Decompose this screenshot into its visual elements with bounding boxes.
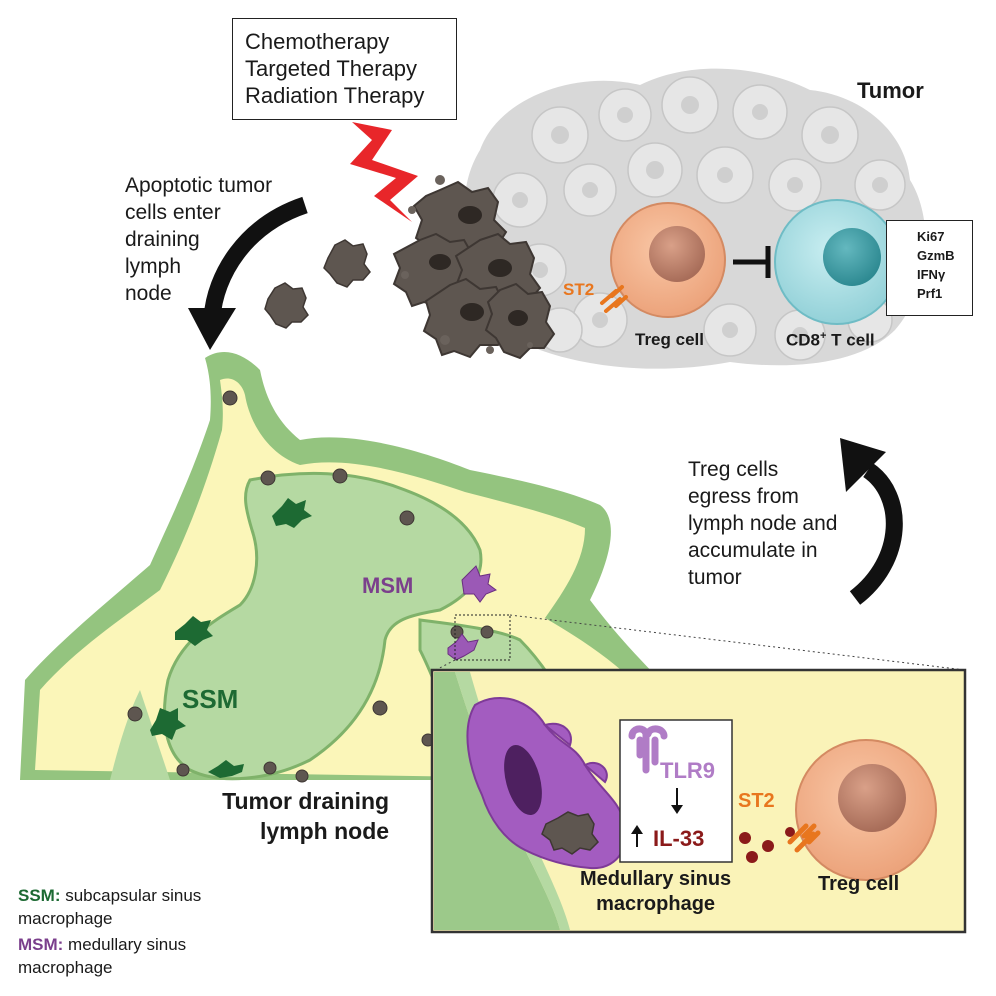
marker-item: Ki67 bbox=[917, 229, 945, 244]
marker-item: IFNγ bbox=[917, 267, 946, 282]
tlr9-label: TLR9 bbox=[660, 758, 715, 783]
ssm-macrophage-icon bbox=[150, 498, 312, 778]
apoptotic-bodies-in-node bbox=[127, 390, 494, 783]
therapy-item: Targeted Therapy bbox=[245, 56, 418, 81]
therapy-item: Radiation Therapy bbox=[245, 83, 425, 108]
il33-label: IL-33 bbox=[653, 826, 705, 851]
treg-cell-label: Treg cell bbox=[635, 330, 704, 349]
therapy-item: Chemotherapy bbox=[245, 29, 390, 54]
msm-macrophage-icon bbox=[447, 565, 498, 661]
apoptotic-cell-cluster bbox=[264, 175, 556, 360]
cd8-t-cell-label: CD8+ T cell bbox=[786, 330, 875, 350]
msm-label: MSM bbox=[362, 573, 414, 598]
ssm-label: SSM bbox=[182, 684, 239, 714]
free-apoptotic-body-2 bbox=[264, 282, 309, 329]
tumor-label: Tumor bbox=[857, 78, 924, 103]
legend-msm: MSM: medullary sinus macrophage bbox=[18, 935, 187, 977]
il33-up-arrow-icon bbox=[631, 825, 643, 847]
phagocytosed-apoptotic-body bbox=[541, 811, 599, 855]
legend-ssm: SSM: subcapsular sinus macrophage bbox=[18, 886, 202, 928]
st2-receptor-icon bbox=[600, 285, 628, 313]
inset-panel bbox=[430, 668, 967, 934]
marker-item: GzmB bbox=[917, 248, 955, 263]
inset-st2-label: ST2 bbox=[738, 790, 775, 812]
inset-treg-cell bbox=[795, 739, 937, 881]
marker-box: Ki67 GzmB IFNγ Prf1 bbox=[886, 220, 973, 316]
inhibition-icon bbox=[733, 246, 771, 278]
tumor-treg-cell bbox=[610, 202, 726, 318]
inset-treg-cell-label: Treg cell bbox=[818, 873, 900, 895]
free-apoptotic-body-1 bbox=[323, 239, 371, 288]
st2-label: ST2 bbox=[563, 280, 595, 299]
lymph-node-label: Tumor draining lymph node bbox=[222, 788, 390, 844]
zoom-region-box bbox=[454, 614, 511, 661]
signal-down-arrow-icon bbox=[671, 788, 683, 814]
therapy-list-box: Chemotherapy Targeted Therapy Radiation … bbox=[232, 18, 457, 120]
medullary-sinus-macrophage-label: Medullary sinus macrophage bbox=[580, 868, 732, 915]
il33-molecules bbox=[739, 827, 795, 863]
cd8-t-cell bbox=[774, 199, 900, 325]
apoptotic-arrow-icon bbox=[188, 196, 308, 350]
egress-step-text: Treg cells egress from lymph node and ac… bbox=[688, 458, 838, 589]
inset-st2-receptor-icon bbox=[787, 823, 821, 853]
marker-item: Prf1 bbox=[917, 286, 943, 301]
tlr9-receptor-icon bbox=[628, 725, 668, 774]
egress-arrow-icon bbox=[840, 438, 903, 605]
apoptotic-step-text: Apoptotic tumor cells enter draining lym… bbox=[125, 174, 273, 305]
radiation-bolt-icon bbox=[350, 122, 418, 222]
